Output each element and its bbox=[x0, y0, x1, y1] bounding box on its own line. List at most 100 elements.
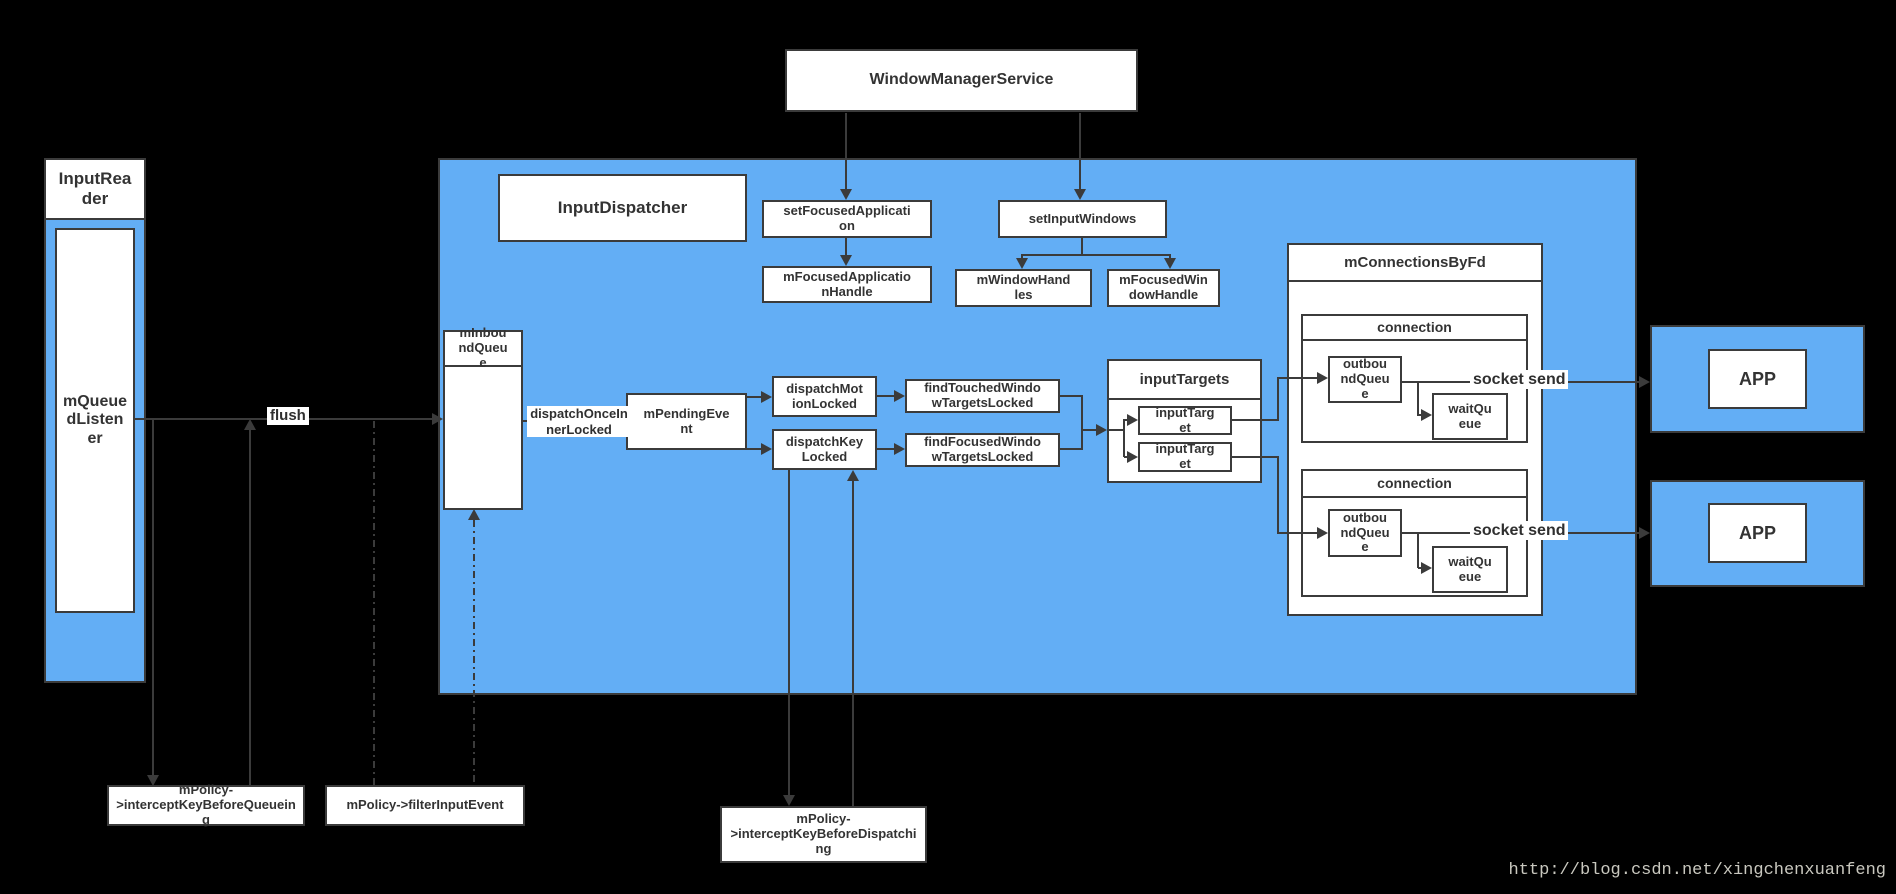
connection1-label: connection bbox=[1377, 319, 1452, 336]
arrow-into-setinputwindows bbox=[1074, 189, 1086, 200]
box-filterinputevent: mPolicy->filterInputEvent bbox=[325, 785, 525, 826]
box-setinputwindows: setInputWindows bbox=[998, 200, 1167, 238]
edge-label-flush: flush bbox=[267, 407, 309, 425]
box-minboundqueue: mInboundQueue bbox=[443, 325, 523, 510]
box-setfocusedapplication: setFocusedApplication bbox=[762, 200, 932, 238]
inputtargets-header: inputTargets bbox=[1109, 361, 1260, 400]
arrow-into-mwindowhandles bbox=[1016, 258, 1028, 269]
edge-findfocused-out bbox=[1060, 448, 1083, 450]
arrow-up-at-flush bbox=[244, 419, 256, 430]
arrow-into-findfocused bbox=[894, 443, 905, 455]
inputtarget2-label: inputTarget bbox=[1155, 441, 1215, 471]
arrow-into-outboundqueue1 bbox=[1317, 372, 1328, 384]
edge-wms-to-setfocusedapplication bbox=[845, 113, 847, 191]
edge-target2-out bbox=[1232, 456, 1279, 458]
edge-inputtargets-stub bbox=[1107, 429, 1124, 431]
edge-wait1-stub bbox=[1418, 414, 1422, 416]
box-waitqueue-1: waitQueue bbox=[1432, 393, 1508, 440]
findtouched-label: findTouchedWindowTargetsLocked bbox=[924, 380, 1041, 410]
mpendingevent-label: mPendingEvent bbox=[643, 405, 730, 436]
inputtarget1-label: inputTarget bbox=[1155, 404, 1215, 435]
arrow-into-inputtarget2 bbox=[1127, 451, 1138, 463]
box-findfocusedwindowtargetslocked: findFocusedWindowTargetsLocked bbox=[905, 433, 1060, 467]
arrow-into-findtouched bbox=[894, 390, 905, 402]
edge-dispatchpolicy-to-key bbox=[852, 480, 854, 806]
edge-queueing-up-to-flush bbox=[249, 429, 251, 786]
dispatchkeylocked-label: dispatchKeyLocked bbox=[785, 433, 864, 464]
edge-to-interceptkeybeforequeueing bbox=[152, 419, 154, 776]
waitqueue2-label: waitQueue bbox=[1448, 553, 1492, 584]
edge-branch-mwindowhandles bbox=[1021, 254, 1023, 261]
box-mqueuedlistener: mQueuedListener bbox=[55, 228, 135, 613]
app2-label: APP bbox=[1738, 522, 1776, 543]
box-windowmanagerservice: WindowManagerService bbox=[785, 49, 1138, 112]
connection2-header: connection bbox=[1303, 471, 1526, 498]
edge-findtouched-out bbox=[1060, 395, 1083, 397]
box-inputtarget-1: inputTarget bbox=[1138, 404, 1232, 435]
arrow-into-minboundqueue bbox=[432, 413, 443, 425]
arrow-into-outboundqueue2 bbox=[1317, 527, 1328, 539]
dispatchmotionlocked-label: dispatchMotionLocked bbox=[786, 380, 863, 411]
edge-target2-to-outbound2 bbox=[1278, 532, 1318, 534]
box-interceptkeybeforedispatching: mPolicy->interceptKeyBeforeDispatching bbox=[720, 806, 927, 863]
arrow-into-interceptkeybeforedispatching bbox=[783, 795, 795, 806]
box-interceptkeybeforequeueing: mPolicy->interceptKeyBeforeQueueing bbox=[107, 782, 305, 827]
edge-target2-down bbox=[1277, 456, 1279, 534]
waitqueue1-label: waitQueue bbox=[1448, 400, 1492, 431]
edge-label-dispatchonceinnerlocked: dispatchOnceInnerLocked bbox=[527, 406, 631, 438]
edge-pending-to-key bbox=[747, 448, 762, 450]
box-outboundqueue-2: outboundQueue bbox=[1328, 509, 1402, 557]
mqueuedlistener-label: mQueuedListener bbox=[63, 392, 128, 447]
minboundqueue-header: mInboundQueue bbox=[445, 325, 521, 370]
mconnectionsbyfd-header: mConnectionsByFd bbox=[1289, 245, 1541, 282]
minboundqueue-label: mInboundQueue bbox=[458, 325, 508, 370]
windowmanagerservice-label: WindowManagerService bbox=[869, 71, 1054, 89]
box-inputtarget-2: inputTarget bbox=[1138, 441, 1232, 472]
box-dispatchmotionlocked: dispatchMotionLocked bbox=[772, 376, 877, 417]
arrow-into-dispatchmotionlocked bbox=[761, 391, 772, 403]
setinputwindows-label: setInputWindows bbox=[1028, 210, 1137, 226]
edge-wait2-stub bbox=[1418, 567, 1422, 569]
inputdispatcher-label: InputDispatcher bbox=[557, 198, 688, 218]
findfocused-label: findFocusedWindowTargetsLocked bbox=[924, 434, 1041, 464]
connection1-header: connection bbox=[1303, 316, 1526, 341]
box-inputdispatcher-title: InputDispatcher bbox=[498, 174, 747, 242]
box-app-1: APP bbox=[1708, 349, 1807, 409]
edge-target1-out bbox=[1232, 419, 1279, 421]
edge-branch-mfocusedwindowhandle bbox=[1169, 254, 1171, 261]
edge-target1-up bbox=[1277, 377, 1279, 421]
box-findtouchedwindowtargetslocked: findTouchedWindowTargetsLocked bbox=[905, 379, 1060, 413]
edge-key-to-dispatchpolicy bbox=[788, 470, 790, 797]
edge-inputtargets-bracket bbox=[1123, 419, 1125, 457]
edge-merge-to-inputtargets bbox=[1082, 429, 1097, 431]
arrow-into-app2 bbox=[1639, 527, 1650, 539]
mfocusedwindowhandle-label: mFocusedWindowHandle bbox=[1119, 272, 1208, 302]
setfocusedapplication-label: setFocusedApplication bbox=[783, 203, 911, 233]
edge-dashed-to-filterinputevent bbox=[373, 421, 375, 785]
edge-pending-to-motion bbox=[747, 396, 762, 398]
interceptkeybeforedispatching-label: mPolicy->interceptKeyBeforeDispatching bbox=[730, 811, 917, 856]
mwindowhandles-label: mWindowHandles bbox=[976, 272, 1071, 302]
arrow-into-waitqueue2 bbox=[1421, 562, 1432, 574]
box-mwindowhandles: mWindowHandles bbox=[955, 269, 1092, 307]
edge-bracket-target2 bbox=[1124, 456, 1128, 458]
arrow-into-mfocusedapplicationhandle bbox=[840, 255, 852, 266]
box-mfocusedapplicationhandle: mFocusedApplicationHandle bbox=[762, 266, 932, 303]
filterinputevent-label: mPolicy->filterInputEvent bbox=[346, 797, 504, 813]
inputreader-header: InputReader bbox=[46, 160, 144, 220]
box-mfocusedwindowhandle: mFocusedWindowHandle bbox=[1107, 269, 1220, 307]
box-app-2: APP bbox=[1708, 503, 1807, 563]
arrow-into-interceptkeybeforequeueing bbox=[147, 775, 159, 786]
arrow-up-into-dispatchkeylocked bbox=[847, 470, 859, 481]
mfocusedapplicationhandle-label: mFocusedApplicationHandle bbox=[783, 268, 911, 299]
edge-setfocusedapp-to-handle bbox=[845, 238, 847, 257]
arrow-into-mfocusedwindowhandle bbox=[1164, 258, 1176, 269]
arrow-up-into-minboundqueue bbox=[468, 509, 480, 520]
edge-motion-to-findtouched bbox=[877, 395, 895, 397]
watermark-url: http://blog.csdn.net/xingchenxuanfeng bbox=[1508, 861, 1886, 880]
edge-target1-to-outbound1 bbox=[1278, 377, 1318, 379]
edge-wms-to-setinputwindows bbox=[1079, 113, 1081, 191]
mconnectionsbyfd-label: mConnectionsByFd bbox=[1344, 253, 1486, 271]
edge-setinputwindows-bracket bbox=[1021, 254, 1171, 256]
arrow-into-dispatchkeylocked bbox=[761, 443, 772, 455]
